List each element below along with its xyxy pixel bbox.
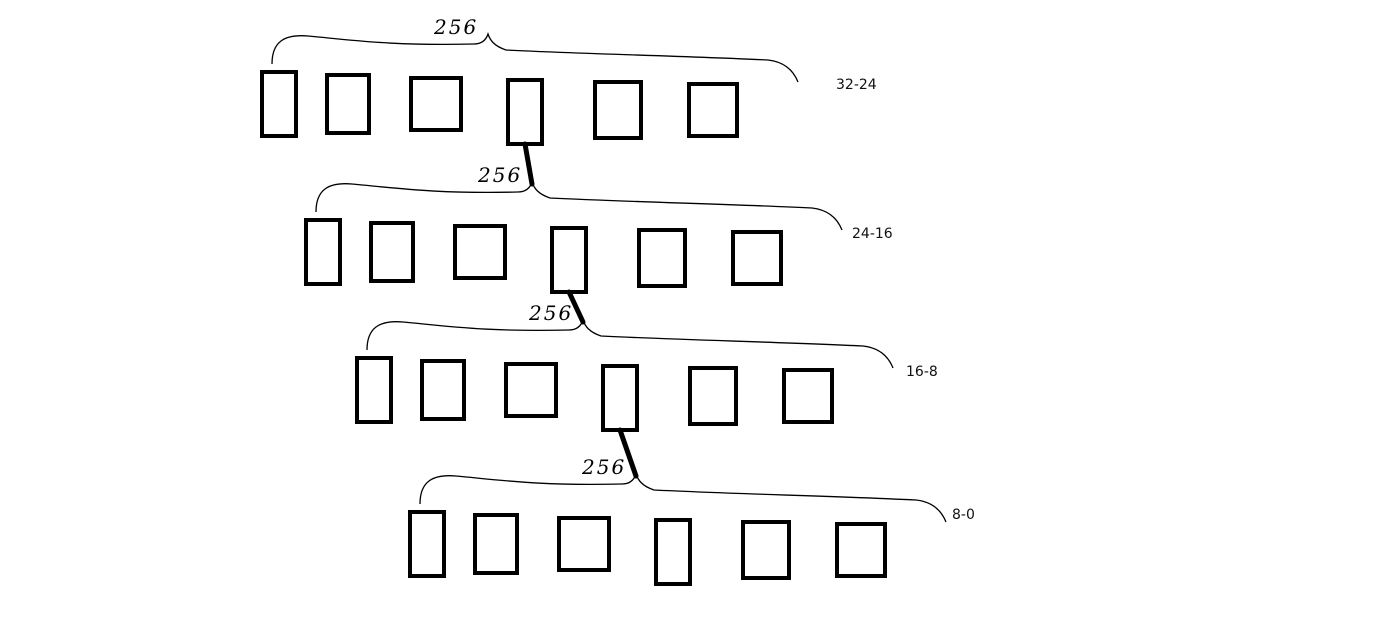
- level-4-range-label: 8-0: [952, 507, 975, 523]
- level-2-box-5: [637, 228, 687, 288]
- level-2-box-3: [453, 224, 507, 280]
- connector-3-to-4: [617, 427, 639, 479]
- level-4-brace-label: 256: [581, 455, 626, 479]
- level-3-range-label: 16-8: [906, 364, 938, 380]
- level-4-box-2: [473, 513, 519, 575]
- level-1-box-2: [325, 73, 371, 135]
- level-1-range-label: 32-24: [836, 77, 877, 93]
- level-2-range-label: 24-16: [852, 226, 893, 242]
- level-2-box-4: [550, 226, 588, 294]
- level-4-box-6: [835, 522, 887, 578]
- level-1-brace-label: 256: [433, 15, 478, 39]
- level-2-box-1: [304, 218, 342, 286]
- level-3-box-2: [420, 359, 466, 421]
- connector-2-to-3: [566, 289, 586, 325]
- level-1-box-5: [593, 80, 643, 140]
- level-1-box-1: [260, 70, 298, 138]
- level-4-box-4: [654, 518, 692, 586]
- level-3-box-4: [601, 364, 639, 432]
- level-4-box-1: [408, 510, 446, 578]
- level-3-box-6: [782, 368, 834, 424]
- level-4-box-5: [741, 520, 791, 580]
- level-3-box-3: [504, 362, 558, 418]
- level-2-box-6: [731, 230, 783, 286]
- level-1-box-4: [506, 78, 544, 146]
- level-2-box-2: [369, 221, 415, 283]
- level-2-brace-label: 256: [477, 163, 522, 187]
- level-1-box-3: [409, 76, 463, 132]
- level-3-box-1: [355, 356, 393, 424]
- level-1-brace: [271, 31, 799, 83]
- level-3-box-5: [688, 366, 738, 426]
- level-1-box-6: [687, 82, 739, 138]
- level-3-brace-label: 256: [528, 301, 573, 325]
- connector-1-to-2: [522, 141, 535, 187]
- level-4-box-3: [557, 516, 611, 572]
